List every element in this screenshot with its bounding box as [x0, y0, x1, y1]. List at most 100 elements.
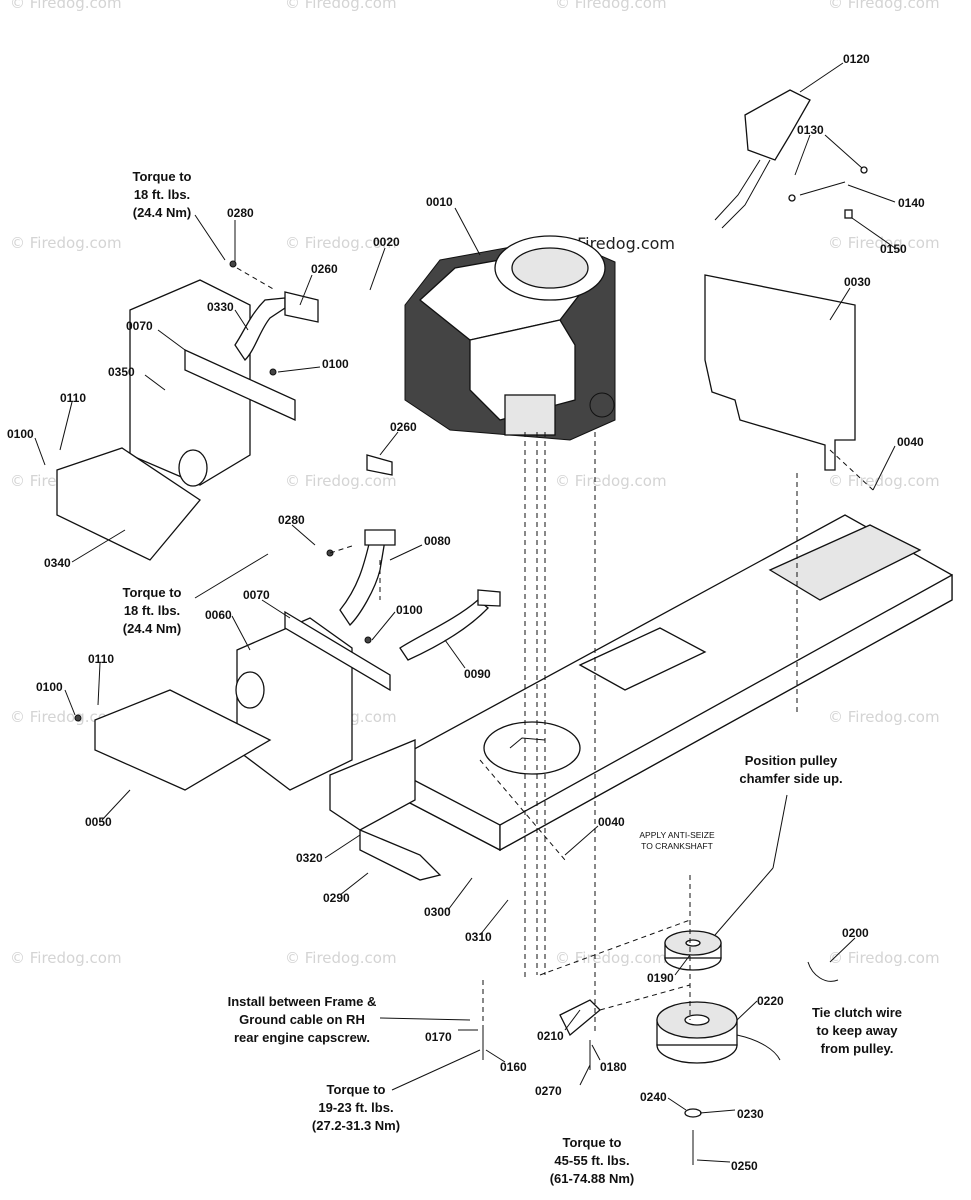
part-label-0100: 0100: [36, 680, 63, 694]
watermark: © Firedog.com: [285, 949, 397, 967]
part-label-0250: 0250: [731, 1159, 758, 1173]
part-label-0020: 0020: [373, 235, 400, 249]
instruction-notes: Torque to 18 ft. lbs. (24.4 Nm) Torque t…: [123, 169, 903, 1186]
svg-text:Ground cable on RH: Ground cable on RH: [239, 1012, 365, 1027]
part-label-0060: 0060: [205, 608, 232, 622]
part-label-0170: 0170: [425, 1030, 452, 1044]
svg-text:Torque to: Torque to: [563, 1135, 622, 1150]
part-label-0320: 0320: [296, 851, 323, 865]
heat-shield-plate: [704, 274, 856, 471]
part-number-labels: 0120 0130 0140 0150 0030 0040 0010 0020 …: [7, 52, 925, 1173]
svg-text:(27.2-31.3 Nm): (27.2-31.3 Nm): [312, 1118, 400, 1133]
part-label-0100: 0100: [7, 427, 34, 441]
svg-text:18 ft. lbs.: 18 ft. lbs.: [134, 187, 190, 202]
part-label-0070: 0070: [243, 588, 270, 602]
part-label-0190: 0190: [647, 971, 674, 985]
watermark: © Firedog.com: [10, 708, 122, 726]
svg-text:APPLY ANTI-SEIZE: APPLY ANTI-SEIZE: [639, 830, 715, 840]
part-label-0280: 0280: [278, 513, 305, 527]
svg-text:Position pulley: Position pulley: [745, 753, 838, 768]
svg-text:18 ft. lbs.: 18 ft. lbs.: [124, 603, 180, 618]
part-label-0300: 0300: [424, 905, 451, 919]
part-label-0010: 0010: [426, 195, 453, 209]
svg-text:19-23 ft. lbs.: 19-23 ft. lbs.: [318, 1100, 393, 1115]
throttle-control: [714, 89, 868, 229]
watermark: © Firedog.com: [555, 0, 667, 12]
torque-note-mid: Torque to 18 ft. lbs. (24.4 Nm): [123, 585, 182, 636]
torque-note-pulley: Torque to 45-55 ft. lbs. (61-74.88 Nm): [550, 1135, 635, 1186]
part-label-0040: 0040: [897, 435, 924, 449]
part-label-0180: 0180: [600, 1060, 627, 1074]
svg-text:TO CRANKSHAFT: TO CRANKSHAFT: [641, 841, 713, 851]
part-label-0150: 0150: [880, 242, 907, 256]
part-label-0050: 0050: [85, 815, 112, 829]
watermark: © Firedog.com: [10, 0, 122, 12]
part-label-0240: 0240: [640, 1090, 667, 1104]
watermark: © Firedog.com: [10, 234, 122, 252]
watermark: © Firedog.com: [285, 234, 397, 252]
svg-text:(24.4 Nm): (24.4 Nm): [133, 205, 192, 220]
watermark: © Firedog.com: [828, 0, 940, 12]
part-label-0260: 0260: [311, 262, 338, 276]
svg-text:Torque to: Torque to: [123, 585, 182, 600]
part-label-0140: 0140: [898, 196, 925, 210]
install-ground-note: Install between Frame & Ground cable on …: [228, 994, 377, 1045]
svg-text:Torque to: Torque to: [327, 1082, 386, 1097]
alignment-lines: [236, 267, 874, 1035]
pulley-clutch-assembly: [482, 930, 839, 1165]
part-label-0100: 0100: [322, 357, 349, 371]
svg-text:from pulley.: from pulley.: [821, 1041, 894, 1056]
svg-text:45-55 ft. lbs.: 45-55 ft. lbs.: [554, 1153, 629, 1168]
part-label-0260: 0260: [390, 420, 417, 434]
part-label-0130: 0130: [797, 123, 824, 137]
upper-muffler-group: [56, 260, 319, 561]
part-label-0270: 0270: [535, 1084, 562, 1098]
part-label-0070: 0070: [126, 319, 153, 333]
part-label-0220: 0220: [757, 994, 784, 1008]
part-label-0330: 0330: [207, 300, 234, 314]
part-label-0090: 0090: [464, 667, 491, 681]
torque-note-top: Torque to 18 ft. lbs. (24.4 Nm): [133, 169, 192, 220]
watermark: © Firedog.com: [828, 949, 940, 967]
watermark: © Firedog.com: [828, 708, 940, 726]
svg-text:to keep away: to keep away: [817, 1023, 899, 1038]
part-label-0080: 0080: [424, 534, 451, 548]
part-label-0210: 0210: [537, 1029, 564, 1043]
part-label-0110: 0110: [60, 391, 86, 405]
torque-note-frame: Torque to 19-23 ft. lbs. (27.2-31.3 Nm): [312, 1082, 400, 1133]
watermark: © Firedog.com: [555, 949, 667, 967]
watermark: © Firedog.com: [285, 0, 397, 12]
svg-text:(24.4 Nm): (24.4 Nm): [123, 621, 182, 636]
tie-clutch-note: Tie clutch wire to keep away from pulley…: [812, 1005, 902, 1056]
engine: [404, 235, 616, 441]
svg-text:(61-74.88 Nm): (61-74.88 Nm): [550, 1171, 635, 1186]
part-label-0030: 0030: [844, 275, 871, 289]
part-label-0160: 0160: [500, 1060, 527, 1074]
svg-text:rear engine capscrew.: rear engine capscrew.: [234, 1030, 370, 1045]
leader-lines: [34, 62, 896, 1163]
part-label-0310: 0310: [465, 930, 492, 944]
svg-text:Torque to: Torque to: [133, 169, 192, 184]
part-label-0110: 0110: [88, 652, 114, 666]
part-label-0200: 0200: [842, 926, 869, 940]
part-label-0350: 0350: [108, 365, 135, 379]
watermark: © Firedog.com: [828, 472, 940, 490]
part-label-0040: 0040: [598, 815, 625, 829]
lower-muffler-group: [74, 454, 501, 791]
watermark: © Firedog.com: [10, 949, 122, 967]
watermark: © Firedog.com: [828, 234, 940, 252]
part-label-0280: 0280: [227, 206, 254, 220]
part-label-0100: 0100: [396, 603, 423, 617]
part-label-0120: 0120: [843, 52, 870, 66]
svg-text:chamfer side up.: chamfer side up.: [739, 771, 842, 786]
tractor-frame: [329, 514, 953, 881]
svg-text:Install between Frame &: Install between Frame &: [228, 994, 377, 1009]
part-label-0340: 0340: [44, 556, 71, 570]
watermark: © Firedog.com: [555, 472, 667, 490]
position-pulley-note: Position pulley chamfer side up.: [739, 753, 842, 786]
part-label-0230: 0230: [737, 1107, 764, 1121]
watermark: © Firedog.com: [285, 472, 397, 490]
anti-seize-note: APPLY ANTI-SEIZE TO CRANKSHAFT: [639, 830, 715, 851]
